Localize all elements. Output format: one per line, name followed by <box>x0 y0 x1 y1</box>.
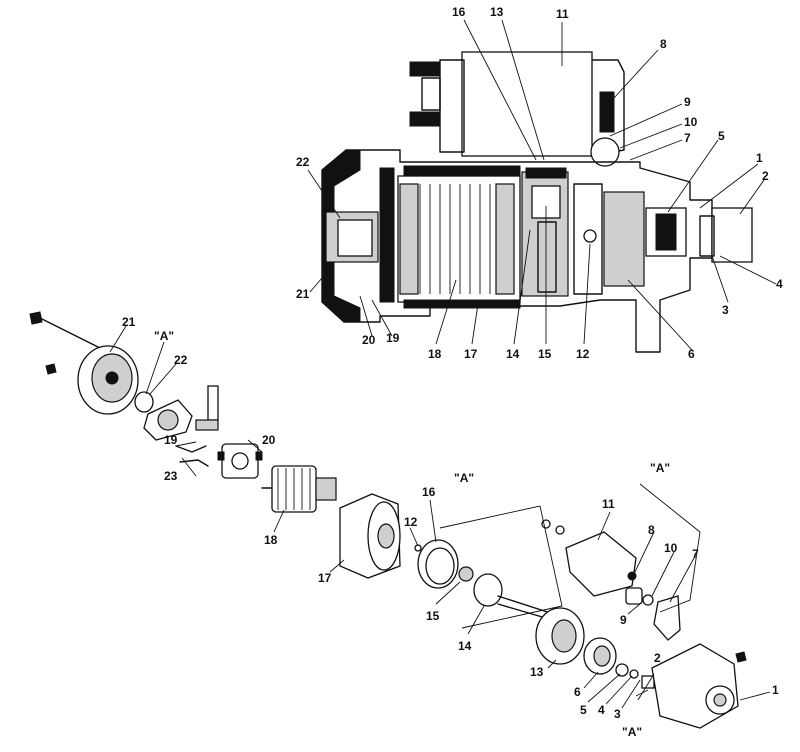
callout-a: "A" <box>650 461 670 475</box>
planetary-gear <box>458 566 474 582</box>
group-bracket-a2 <box>439 505 563 629</box>
callout-5: 5 <box>580 703 587 717</box>
bushing <box>641 675 655 689</box>
solenoid-section <box>409 51 625 167</box>
pinion-shaft <box>473 573 567 625</box>
callout-15: 15 <box>538 347 552 361</box>
callout-5: 5 <box>718 129 725 143</box>
brush-plate <box>143 385 219 467</box>
callout-2: 2 <box>654 651 661 665</box>
callout-10: 10 <box>684 115 698 129</box>
callout-18: 18 <box>264 533 278 547</box>
callout-4: 4 <box>598 703 605 717</box>
callout-14: 14 <box>458 639 472 653</box>
callout-1: 1 <box>772 683 779 697</box>
callout-22: 22 <box>296 155 310 169</box>
armature <box>261 465 337 513</box>
callout-6: 6 <box>574 685 581 699</box>
callout-8: 8 <box>648 523 655 537</box>
callout-a: "A" <box>454 471 474 485</box>
solenoid <box>541 519 637 597</box>
callout-1: 1 <box>756 151 763 165</box>
yoke <box>339 493 401 579</box>
callout-23: 23 <box>164 469 178 483</box>
callout-20: 20 <box>262 433 276 447</box>
front-bracket <box>651 643 747 729</box>
callout-a: "A" <box>622 725 642 739</box>
internal-gear <box>535 607 585 665</box>
shift-lever <box>653 595 681 641</box>
callout-18: 18 <box>428 347 442 361</box>
callout-a: "A" <box>154 329 174 343</box>
callout-9: 9 <box>684 95 691 109</box>
callout-19: 19 <box>386 331 400 345</box>
stop-ring <box>615 663 629 677</box>
sectional-view: 16 13 11 8 9 10 7 5 1 2 22 21 20 19 18 1… <box>296 5 783 361</box>
callout-13: 13 <box>530 665 544 679</box>
callout-19: 19 <box>164 433 178 447</box>
callout-4: 4 <box>776 277 783 291</box>
callout-21: 21 <box>296 287 310 301</box>
rear-bearing <box>134 391 154 413</box>
callout-3: 3 <box>614 707 621 721</box>
gear-section <box>521 167 569 297</box>
callout-2: 2 <box>762 169 769 183</box>
callout-8: 8 <box>660 37 667 51</box>
callout-16: 16 <box>422 485 436 499</box>
callout-7: 7 <box>684 131 691 145</box>
overrunning-clutch <box>583 637 617 675</box>
sectional-leaders <box>307 19 777 351</box>
callout-22: 22 <box>174 353 188 367</box>
brush-holder <box>217 443 263 479</box>
callout-17: 17 <box>318 571 332 585</box>
callout-14: 14 <box>506 347 520 361</box>
callout-10: 10 <box>664 541 678 555</box>
rear-bracket <box>77 345 139 415</box>
clutch-section <box>573 183 753 295</box>
callout-20: 20 <box>362 333 376 347</box>
exploded-leaders <box>109 325 771 709</box>
packing-ring <box>417 539 459 589</box>
callout-11: 11 <box>556 7 569 21</box>
housing-section <box>321 149 713 353</box>
callout-15: 15 <box>426 609 440 623</box>
through-bolt <box>29 311 109 375</box>
callout-6: 6 <box>688 347 695 361</box>
callout-16: 16 <box>452 5 466 19</box>
exploded-view: 21 "A" 22 19 20 23 18 17 12 16 "A" 15 14… <box>29 311 779 739</box>
callout-9: 9 <box>620 613 627 627</box>
callout-17: 17 <box>464 347 478 361</box>
callout-13: 13 <box>490 5 504 19</box>
callout-12: 12 <box>576 347 590 361</box>
group-bracket-a3 <box>639 483 701 613</box>
plunger <box>625 587 654 606</box>
callout-3: 3 <box>722 303 729 317</box>
callout-21: 21 <box>122 315 136 329</box>
callout-7: 7 <box>692 547 699 561</box>
armature-section <box>397 165 521 309</box>
callout-12: 12 <box>404 515 418 529</box>
callout-11: 11 <box>602 497 615 511</box>
